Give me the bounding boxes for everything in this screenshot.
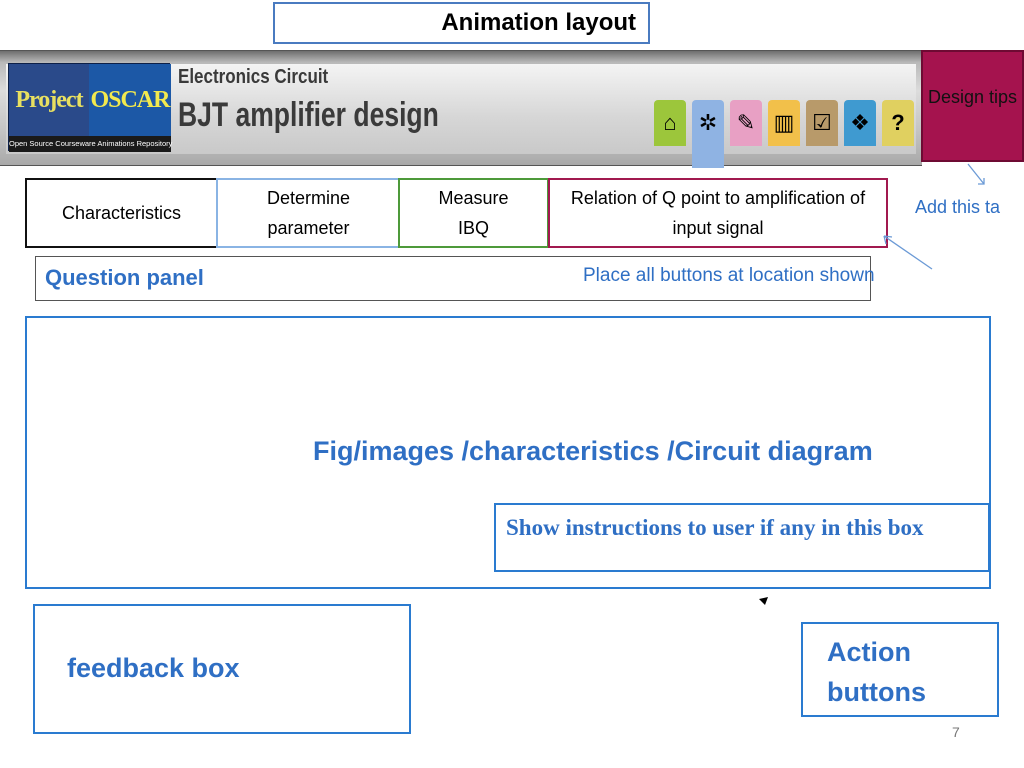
add-tab-note: Add this ta bbox=[915, 197, 1001, 217]
help-glyph: ? bbox=[891, 110, 905, 135]
logo-project-text: Project bbox=[9, 64, 89, 136]
logo-oscar-text: OSCAR bbox=[89, 64, 171, 136]
cursor-icon bbox=[759, 597, 768, 605]
action-buttons-box[interactable]: Action buttons bbox=[801, 622, 999, 717]
home-glyph: ⌂ bbox=[663, 110, 677, 135]
stack-icon[interactable]: ❖ bbox=[844, 100, 876, 146]
banner-subtitle: Electronics Circuit bbox=[178, 66, 329, 88]
tab-relation-q-point[interactable]: Relation of Q point to amplification of … bbox=[548, 178, 888, 248]
placement-note: Place all buttons at location shown bbox=[583, 265, 875, 286]
buttons-arrow bbox=[883, 235, 933, 270]
design-tips-box: Design tips bbox=[921, 50, 1024, 162]
tab-label: Characteristics bbox=[61, 203, 182, 223]
tab-label: Determine parameter bbox=[266, 188, 351, 238]
home-icon[interactable]: ⌂ bbox=[654, 100, 686, 146]
book-icon[interactable]: ▥ bbox=[768, 100, 800, 146]
page-number: 7 bbox=[952, 724, 960, 740]
action-buttons-label: Action buttons bbox=[827, 637, 926, 707]
instructions-box: Show instructions to user if any in this… bbox=[494, 503, 990, 572]
stack-glyph: ❖ bbox=[850, 110, 870, 135]
pointer-icon[interactable]: ✲ bbox=[692, 100, 724, 168]
tab-label: Relation of Q point to amplification of … bbox=[570, 188, 866, 238]
tab-characteristics[interactable]: Characteristics bbox=[25, 178, 218, 248]
pointer-glyph: ✲ bbox=[698, 110, 718, 135]
tab-label: Measure IBQ bbox=[438, 188, 509, 238]
tab-measure-ibq[interactable]: Measure IBQ bbox=[398, 178, 549, 248]
tips-arrow bbox=[967, 163, 985, 185]
checkbox-glyph: ☑ bbox=[812, 110, 832, 135]
pencil-icon[interactable]: ✎ bbox=[730, 100, 762, 146]
checkbox-icon[interactable]: ☑ bbox=[806, 100, 838, 146]
feedback-box-label: feedback box bbox=[67, 653, 240, 683]
banner-title: BJT amplifier design bbox=[178, 96, 439, 134]
question-panel-label: Question panel bbox=[45, 265, 204, 290]
question-panel bbox=[35, 256, 871, 301]
book-glyph: ▥ bbox=[773, 110, 795, 135]
feedback-box bbox=[33, 604, 411, 734]
pencil-glyph: ✎ bbox=[736, 110, 756, 135]
tab-determine-parameter[interactable]: Determine parameter bbox=[216, 178, 401, 248]
slide-title: Animation layout bbox=[273, 2, 650, 44]
oscar-logo: Project OSCAR Open Source Courseware Ani… bbox=[8, 63, 172, 152]
help-icon[interactable]: ? bbox=[882, 100, 914, 146]
logo-subtitle: Open Source Courseware Animations Reposi… bbox=[9, 136, 172, 152]
figure-panel-label: Fig/images /characteristics /Circuit dia… bbox=[313, 436, 873, 466]
